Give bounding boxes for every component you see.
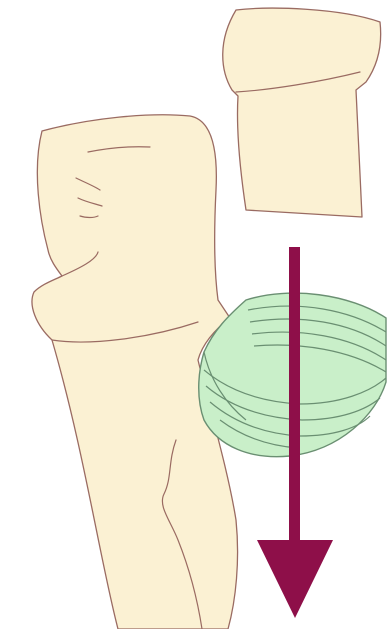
upper-bone [223,8,381,217]
